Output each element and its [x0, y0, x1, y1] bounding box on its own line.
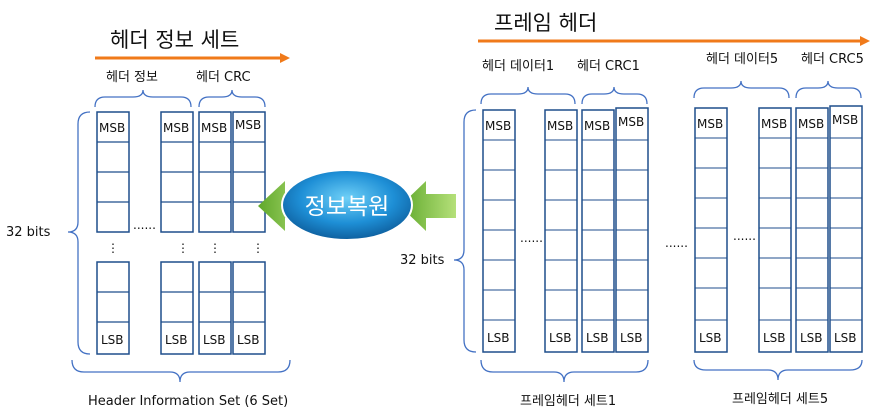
data1-brace	[480, 86, 576, 105]
frame-set5-column-2: MSB LSB	[758, 107, 792, 353]
lsb-label: LSB	[549, 331, 572, 345]
right-orange-arrow	[478, 36, 870, 46]
vertical-dots: ⋮	[209, 241, 221, 255]
left-info-brace	[94, 89, 192, 108]
msb-label: MSB	[235, 118, 261, 132]
left-column-2: MSB LSB ⋮	[160, 111, 194, 355]
data5-label: 헤더 데이터5	[706, 52, 778, 67]
crc5-brace	[795, 80, 862, 99]
frame-set5-crc-column-1: MSB LSB	[795, 107, 829, 353]
lsb-label: LSB	[699, 331, 722, 345]
data1-label: 헤더 데이터1	[482, 59, 554, 74]
lsb-label: LSB	[800, 331, 823, 345]
left-bottom-label: Header Information Set (6 Set)	[88, 394, 288, 409]
msb-label: MSB	[584, 119, 610, 133]
set5-bottom-brace	[693, 359, 863, 381]
frame-set5-crc-column-2: MSB LSB	[829, 105, 863, 353]
msb-label: MSB	[618, 115, 644, 129]
between-sets-dots: ......	[665, 236, 688, 250]
set5-horizontal-dots: ......	[733, 229, 756, 243]
set1-label: 프레임헤더 세트1	[520, 394, 616, 409]
set5-label: 프레임헤더 세트5	[732, 392, 828, 407]
msb-label: MSB	[798, 117, 824, 131]
msb-label: MSB	[697, 117, 723, 131]
frame-set1-column-1: MSB LSB	[482, 109, 516, 353]
set1-bottom-brace	[480, 359, 649, 383]
lsb-label: LSB	[203, 333, 226, 347]
left-crc-brace	[198, 89, 266, 108]
vertical-dots: ⋮	[107, 241, 119, 255]
left-bits-brace	[67, 111, 91, 355]
frame-set5-column-1: MSB LSB	[694, 107, 728, 353]
data5-brace	[693, 80, 790, 99]
vertical-dots: ⋮	[252, 241, 264, 255]
set1-horizontal-dots: ......	[520, 231, 543, 245]
left-bits-label: 32 bits	[6, 225, 51, 240]
msb-label: MSB	[761, 117, 787, 131]
crc1-label: 헤더 CRC1	[577, 59, 640, 74]
right-bits-label: 32 bits	[400, 253, 445, 268]
lsb-label: LSB	[763, 331, 786, 345]
left-info-label: 헤더 정보	[106, 70, 158, 85]
lsb-label: LSB	[165, 333, 188, 347]
left-orange-arrow	[95, 53, 290, 63]
lsb-label: LSB	[487, 331, 510, 345]
left-crc-label: 헤더 CRC	[196, 70, 251, 85]
msb-label: MSB	[485, 119, 511, 133]
lsb-label: LSB	[237, 333, 260, 347]
restore-ellipse	[281, 169, 413, 241]
right-title: 프레임 헤더	[494, 11, 597, 35]
msb-label: MSB	[201, 121, 227, 135]
msb-label: MSB	[99, 121, 125, 135]
left-title: 헤더 정보 세트	[110, 28, 239, 52]
msb-label: MSB	[163, 121, 189, 135]
vertical-dots: ⋮	[177, 241, 189, 255]
crc1-brace	[581, 86, 648, 105]
lsb-label: LSB	[834, 331, 857, 345]
lsb-label: LSB	[586, 331, 609, 345]
restore-label: 정보복원	[305, 194, 390, 220]
lsb-label: LSB	[620, 331, 643, 345]
left-column-3: MSB LSB ⋮	[198, 111, 232, 355]
frame-set1-crc-column-2: MSB LSB	[615, 107, 649, 353]
left-column-1: MSB LSB ⋮	[96, 111, 130, 355]
right-bits-brace	[453, 109, 477, 353]
lsb-label: LSB	[101, 333, 124, 347]
right-green-arrow-into-ellipse	[400, 181, 456, 231]
msb-label: MSB	[832, 113, 858, 127]
left-column-4: MSB LSB ⋮	[232, 111, 266, 355]
frame-set1-crc-column-1: MSB LSB	[581, 109, 615, 353]
crc5-label: 헤더 CRC5	[801, 52, 864, 67]
left-horizontal-dots: ......	[133, 218, 156, 232]
frame-set1-column-2: MSB LSB	[544, 109, 578, 353]
msb-label: MSB	[547, 119, 573, 133]
left-bottom-brace	[71, 359, 291, 383]
